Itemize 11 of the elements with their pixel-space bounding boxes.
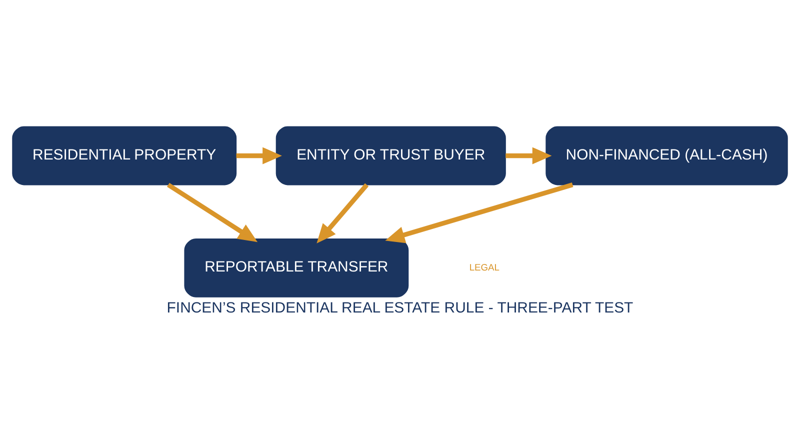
node-box: REPORTABLE TRANSFER bbox=[184, 238, 409, 297]
node-box: RESIDENTIAL PROPERTY bbox=[12, 126, 237, 185]
arrow bbox=[166, 182, 258, 242]
arrow bbox=[506, 146, 552, 164]
arrow bbox=[385, 182, 574, 243]
arrow bbox=[236, 146, 282, 164]
caption: FINCEN’S RESIDENTIAL REAL ESTATE RULE - THREE-PART TEST bbox=[166, 299, 634, 316]
node-box: ENTITY OR TRUST BUYER bbox=[276, 126, 506, 185]
arrow bbox=[316, 182, 369, 243]
label: LEGAL bbox=[469, 262, 500, 272]
node-box: NON-FINANCED (ALL-CASH) bbox=[546, 126, 788, 185]
